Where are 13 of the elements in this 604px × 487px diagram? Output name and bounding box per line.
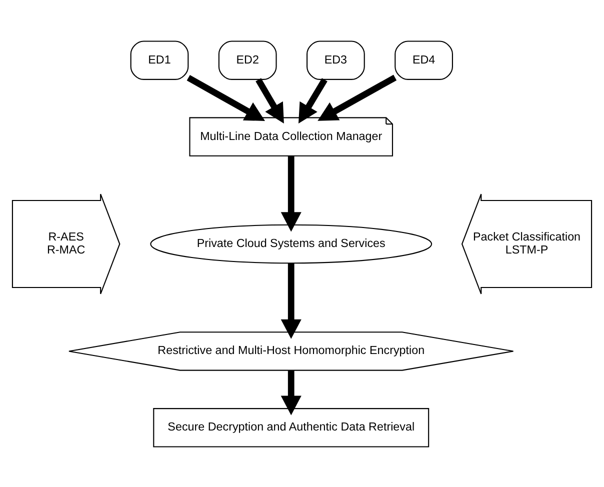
node-box: ED2: [218, 40, 277, 80]
arrow: [186, 74, 266, 120]
arrow: [298, 78, 328, 123]
arrow: [318, 74, 397, 120]
node-box: ED1: [130, 40, 189, 80]
arrow: [280, 156, 302, 232]
arrow: [280, 370, 302, 415]
node-box: ED4: [394, 40, 453, 80]
arrow: [280, 262, 302, 338]
node-box: Secure Decryption and Authentic Data Retrieval: [153, 408, 430, 447]
arrow: [256, 78, 284, 123]
node-box: ED3: [306, 40, 365, 80]
node-ellipse: Private Cloud Systems and Services: [150, 224, 432, 264]
